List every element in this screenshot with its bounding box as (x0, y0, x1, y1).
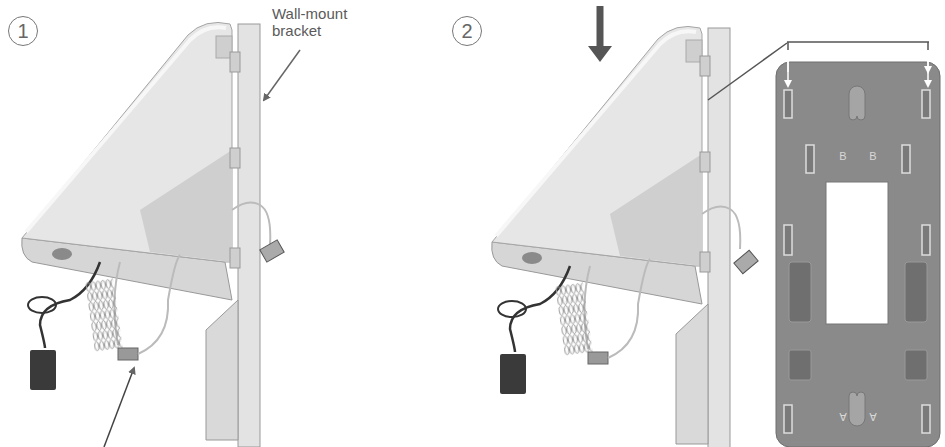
slot-letter: A (836, 410, 850, 423)
callout-number: 1 (8, 16, 38, 46)
callout-number-text: 2 (461, 20, 472, 43)
callout-number: 2 (452, 16, 482, 46)
slot-letter: B (836, 150, 850, 163)
slot-letter: A (866, 410, 880, 423)
slot-letter: B (866, 150, 880, 163)
part-name: Wall-mount bracket (272, 5, 362, 40)
callout-number-text: 1 (17, 20, 28, 43)
